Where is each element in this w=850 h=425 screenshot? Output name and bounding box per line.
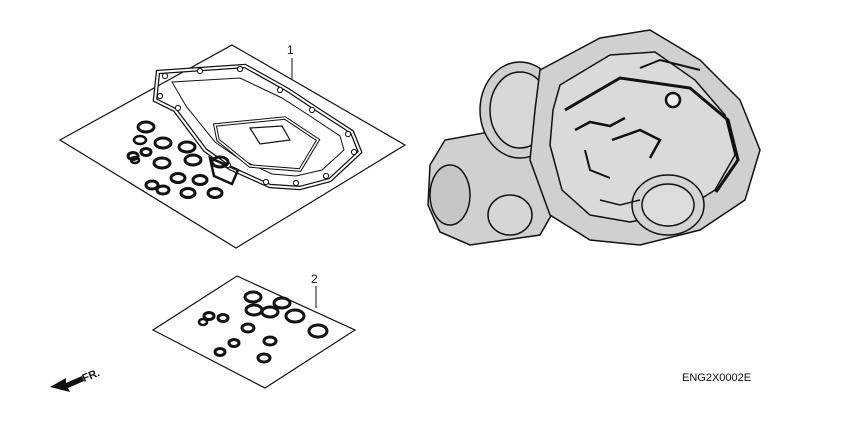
callout-2: 2 [311,272,318,286]
sheet-1-o-rings [126,120,230,199]
sheet-2-o-rings [197,290,329,364]
diagram-code: ENG2X0002E [682,372,751,384]
engine-reference-drawing [427,29,761,246]
front-direction-marker: FR. [50,367,102,392]
sheet-1-outline [58,44,407,249]
sheet-2-outline [151,275,357,389]
crankcase-gasket [152,63,363,191]
gasket-sheet-1: 1 [58,43,407,249]
front-label: FR. [81,367,102,385]
gasket-sheet-2: 2 [151,272,357,389]
front-arrow-icon [50,376,84,392]
callout-1: 1 [287,43,294,57]
